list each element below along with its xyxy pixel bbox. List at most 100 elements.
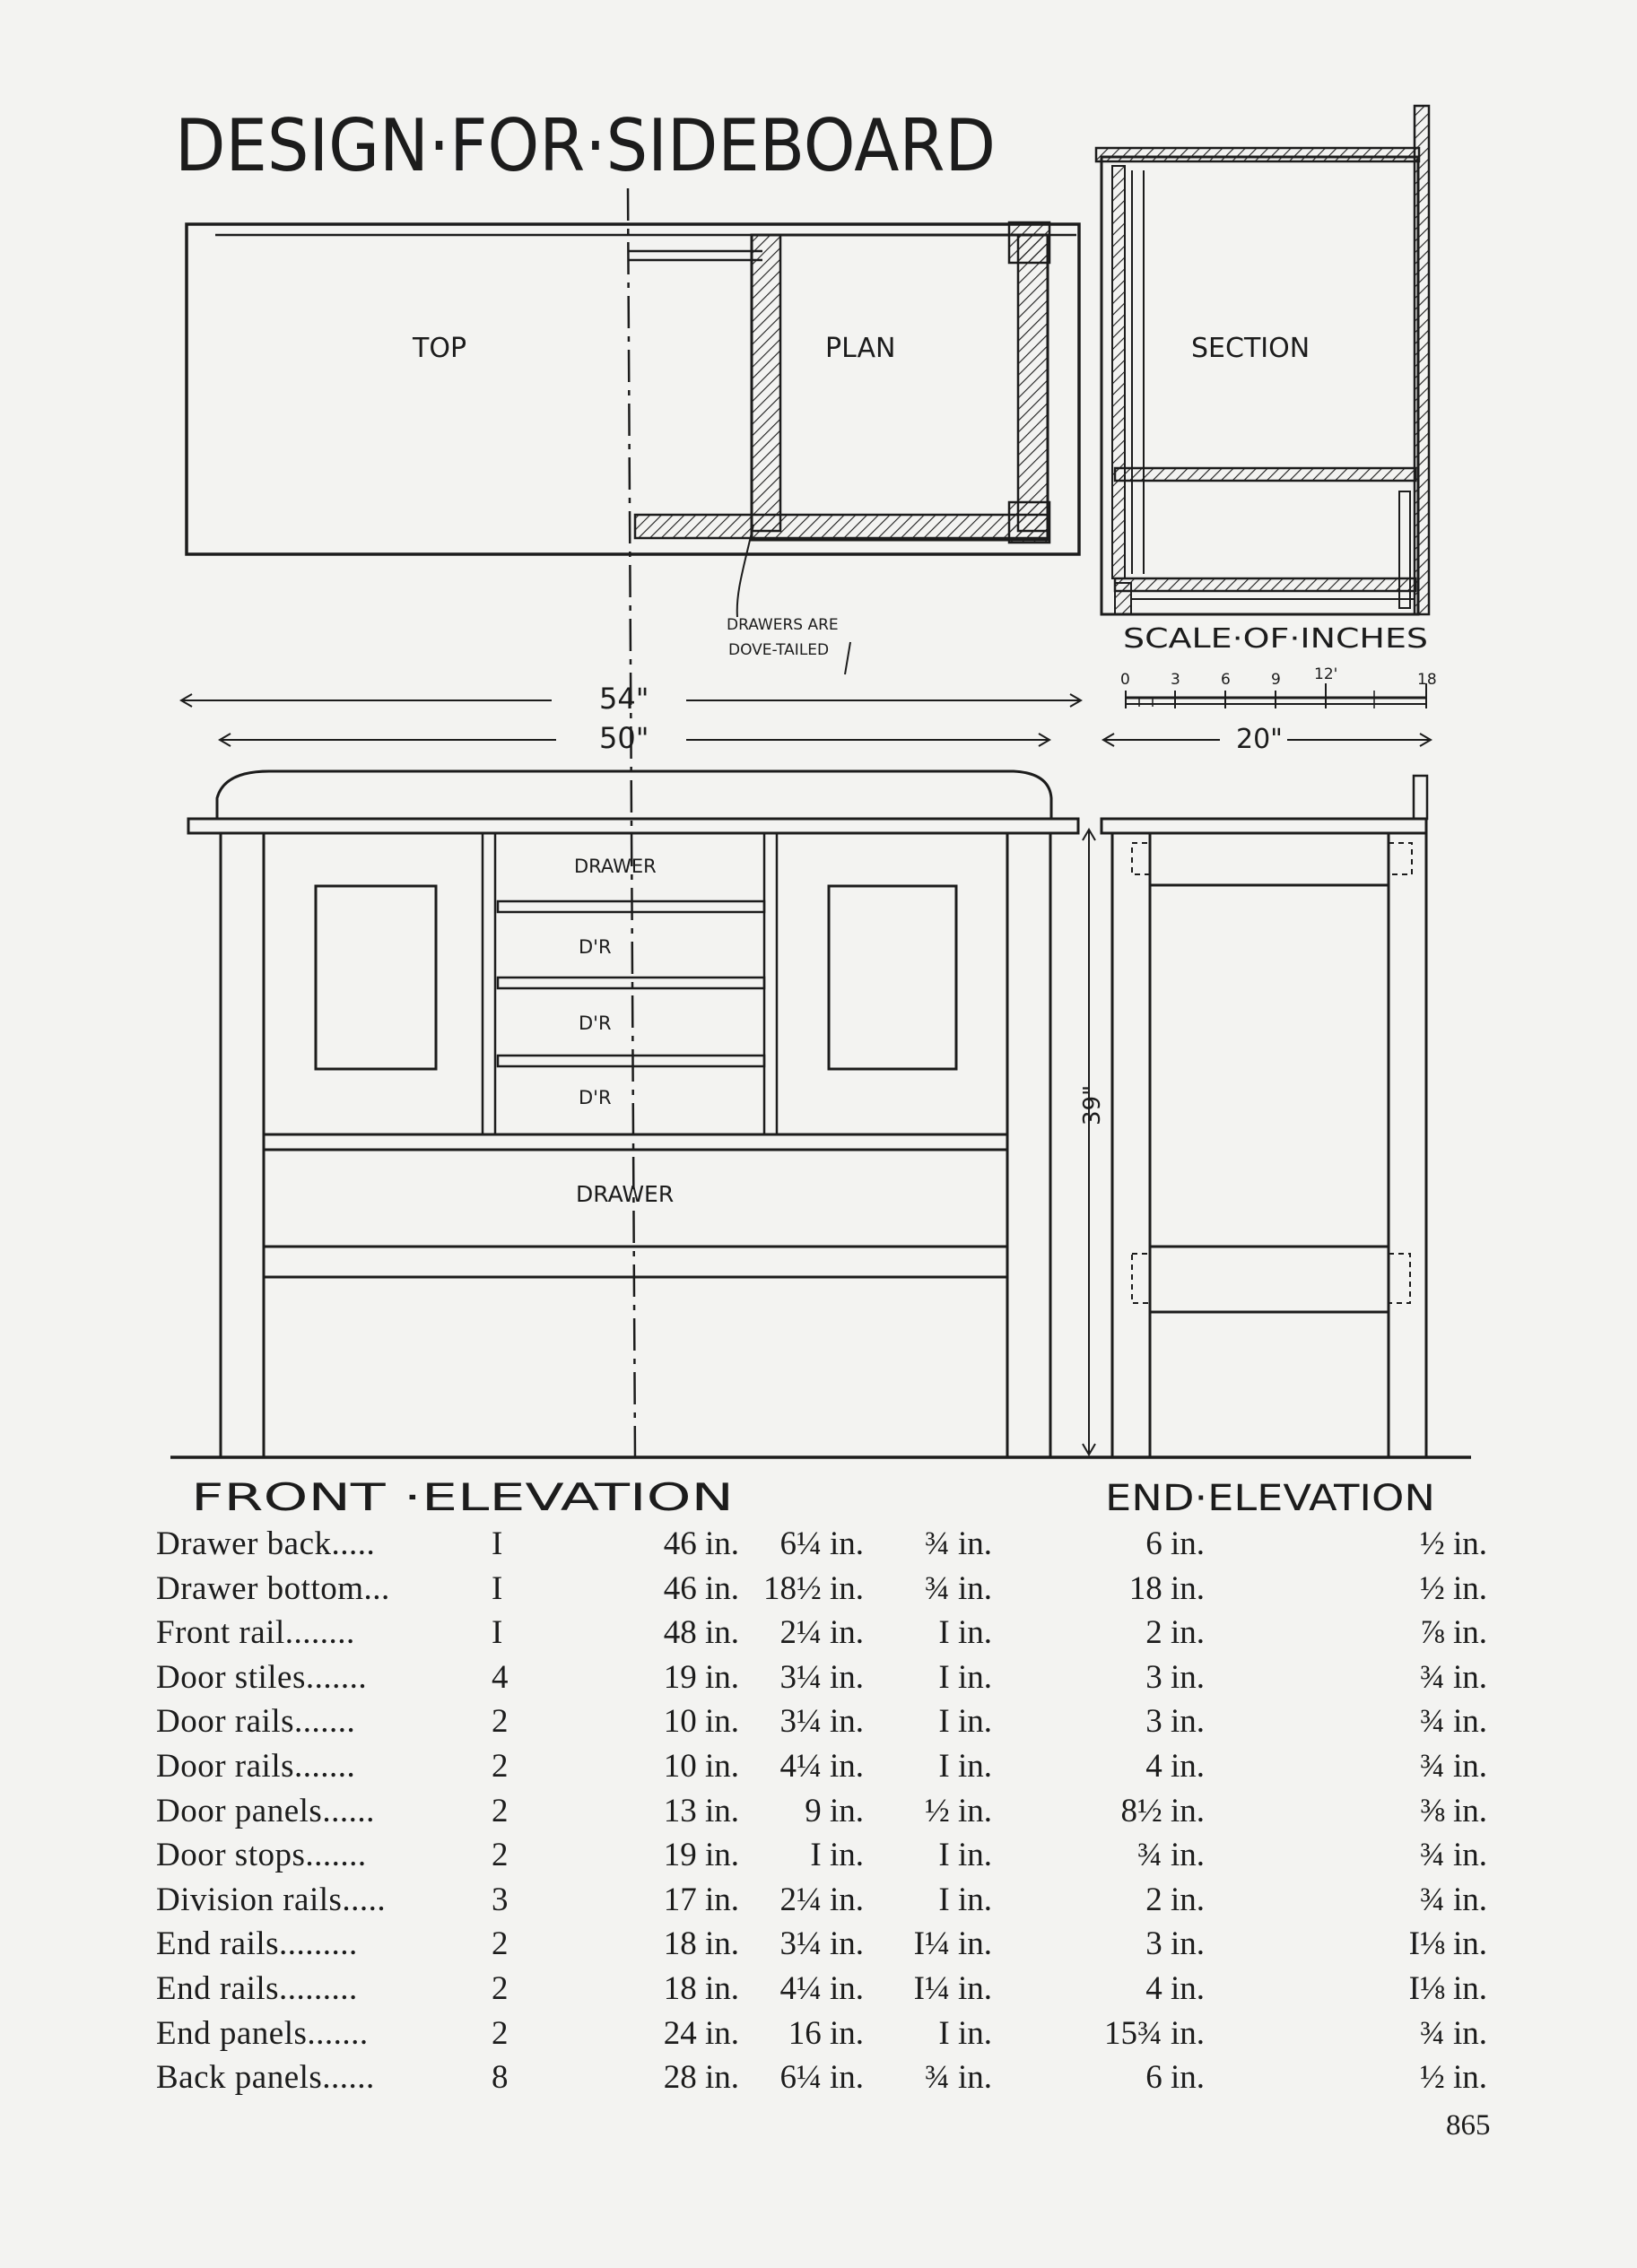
top-label: TOP (412, 333, 466, 364)
scale-tick-3: 3 (1171, 671, 1180, 689)
finished-width: 2 in. (1145, 1614, 1205, 1652)
sideboard-drawing: DESIGN·FOR·SIDEBOARD TOP PLAN DRAWERS AR… (170, 104, 1471, 1519)
rough-width: 4¼ in. (779, 1747, 864, 1785)
finished-width: 8½ in. (1120, 1792, 1205, 1829)
part-quantity: 4 (492, 1658, 509, 1696)
dimension-54: 54" (599, 682, 649, 716)
finished-width: 3 in. (1145, 1703, 1205, 1741)
rough-width: 18½ in. (762, 1569, 864, 1607)
rough-thickness: I in. (938, 1703, 992, 1741)
rough-width: 16 in. (788, 2014, 864, 2052)
finished-width: 18 in. (1128, 1569, 1205, 1607)
rough-length: 19 in. (663, 1658, 739, 1696)
dimension-lines: 54" 50" 20" 39" (179, 682, 1432, 1456)
finished-thickness: ⅞ in. (1419, 1614, 1487, 1652)
scale-tick-6: 6 (1221, 671, 1231, 689)
finished-thickness: ¾ in. (1419, 1747, 1487, 1785)
part-quantity: 2 (492, 1969, 509, 2007)
rough-length: 28 in. (663, 2059, 739, 2097)
finished-thickness: ¾ in. (1419, 2014, 1487, 2052)
rough-width: 3¼ in. (779, 1703, 864, 1741)
finished-width: 15¾ in. (1103, 2014, 1205, 2052)
finished-thickness: ¾ in. (1419, 1881, 1487, 1918)
finished-thickness: ¾ in. (1419, 1837, 1487, 1874)
finished-width: 6 in. (1145, 2059, 1205, 2097)
finished-width: 4 in. (1145, 1969, 1205, 2007)
drawer-small-label-1: D'R (579, 936, 612, 958)
section-view: SECTION (1094, 104, 1431, 616)
rough-thickness: I¼ in. (913, 1925, 992, 1963)
finished-thickness: ½ in. (1419, 2059, 1487, 2097)
part-quantity: 2 (492, 1925, 509, 1963)
scale-label: SCALE·OF·INCHES (1123, 623, 1428, 655)
finished-thickness: ½ in. (1419, 1569, 1487, 1607)
rough-thickness: I in. (938, 1747, 992, 1785)
table-row: Division rails..... 3 17 in. 2¼ in. I in… (151, 1881, 1496, 1925)
table-row: Door rails....... 2 10 in. 3¼ in. I in. … (151, 1702, 1496, 1747)
rough-length: 17 in. (663, 1881, 739, 1918)
rough-width: 6¼ in. (779, 1525, 864, 1562)
finished-thickness: ⅜ in. (1419, 1792, 1487, 1829)
dovetail-note-line1: DRAWERS ARE (727, 616, 839, 634)
part-name: Division rails..... (156, 1881, 387, 1918)
cut-list-table: Drawer back..... I 46 in. 6¼ in. ¾ in. 6… (151, 1525, 1496, 2103)
scale-tick-9: 9 (1271, 671, 1281, 689)
drawer-small-label-2: D'R (579, 1012, 612, 1034)
finished-width: 2 in. (1145, 1881, 1205, 1918)
table-row: End panels....... 2 24 in. 16 in. I in. … (151, 2014, 1496, 2059)
part-name: End rails......... (156, 1969, 358, 2007)
rough-thickness: ¾ in. (924, 1525, 992, 1562)
dimension-39: 39" (1079, 1085, 1106, 1125)
part-quantity: I (492, 1614, 503, 1652)
rough-length: 10 in. (663, 1703, 739, 1741)
finished-thickness: I⅛ in. (1408, 1925, 1487, 1963)
section-label: SECTION (1191, 333, 1310, 364)
drawer-bottom-label: DRAWER (576, 1181, 674, 1207)
rough-thickness: ½ in. (924, 1792, 992, 1829)
plan-label: PLAN (825, 333, 895, 364)
rough-length: 46 in. (663, 1525, 739, 1562)
rough-thickness: I in. (938, 1658, 992, 1696)
part-name: Back panels...... (156, 2059, 375, 2097)
page-title: DESIGN·FOR·SIDEBOARD (175, 104, 996, 187)
table-row: End rails......... 2 18 in. 3¼ in. I¼ in… (151, 1925, 1496, 1969)
finished-width: 3 in. (1145, 1925, 1205, 1963)
part-name: End rails......... (156, 1925, 358, 1963)
dovetail-note-line2: DOVE-TAILED (728, 641, 829, 659)
part-quantity: 8 (492, 2059, 509, 2097)
finished-width: 6 in. (1145, 1525, 1205, 1562)
rough-length: 13 in. (663, 1792, 739, 1829)
rough-thickness: I in. (938, 2014, 992, 2052)
rough-length: 10 in. (663, 1747, 739, 1785)
end-elevation-drawing (1100, 774, 1429, 1459)
part-name: End panels....... (156, 2014, 369, 2052)
page-number: 865 (1446, 2109, 1491, 2142)
rough-width: 4¼ in. (779, 1969, 864, 2007)
end-elevation-label: END·ELEVATION (1105, 1478, 1435, 1519)
rough-length: 18 in. (663, 1925, 739, 1963)
finished-width: 4 in. (1145, 1747, 1205, 1785)
rough-length: 46 in. (663, 1569, 739, 1607)
center-line (626, 187, 637, 1458)
part-quantity: I (492, 1525, 503, 1562)
top-plan-view: TOP PLAN DRAWERS ARE DOVE-TAILED (185, 221, 1081, 675)
rough-thickness: I in. (938, 1614, 992, 1652)
table-row: Drawer back..... I 46 in. 6¼ in. ¾ in. 6… (151, 1525, 1496, 1569)
part-name: Door stiles....... (156, 1658, 368, 1696)
rough-thickness: ¾ in. (924, 2059, 992, 2097)
rough-width: 9 in. (805, 1792, 864, 1829)
table-row: Back panels...... 8 28 in. 6¼ in. ¾ in. … (151, 2058, 1496, 2103)
part-quantity: 2 (492, 2014, 509, 2052)
part-name: Door stops....... (156, 1837, 367, 1874)
part-name: Door panels...... (156, 1792, 375, 1829)
finished-thickness: I⅛ in. (1408, 1969, 1487, 2007)
part-name: Drawer back..... (156, 1525, 376, 1562)
rough-thickness: I¼ in. (913, 1969, 992, 2007)
finished-width: ¾ in. (1136, 1837, 1205, 1874)
rough-thickness: ¾ in. (924, 1569, 992, 1607)
rough-width: 2¼ in. (779, 1881, 864, 1918)
rough-thickness: I in. (938, 1837, 992, 1874)
part-quantity: 2 (492, 1747, 509, 1785)
part-quantity: 3 (492, 1881, 509, 1918)
